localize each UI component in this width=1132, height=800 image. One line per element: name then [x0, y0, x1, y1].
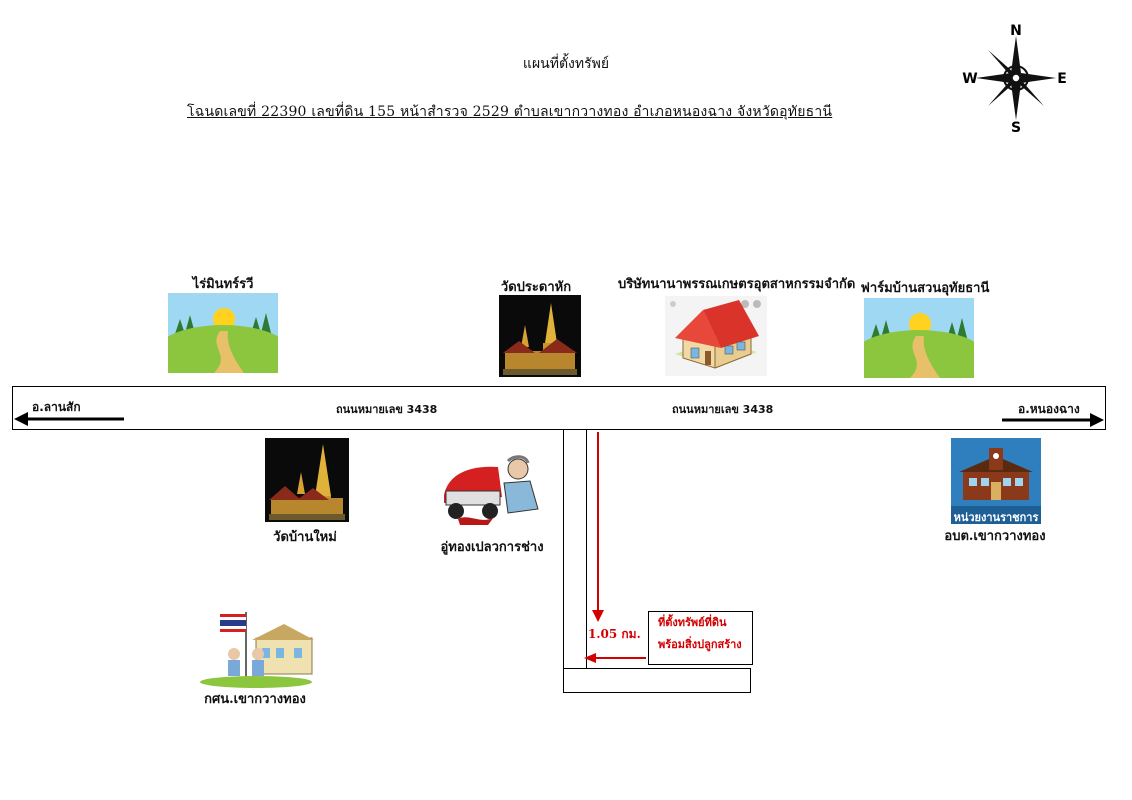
temple-icon: [265, 438, 349, 522]
label-rai-min: ไร่มินทร์รวี: [192, 277, 254, 292]
road-name-right: ถนนหมายเลข 3438: [672, 403, 774, 416]
direction-left-label: อ.ลานสัก: [32, 400, 81, 414]
gov-sign-label: หน่วยงานราชการ: [953, 511, 1039, 524]
label-kshn: กศน.เขากวางทอง: [204, 692, 306, 707]
arrow-left-icon: [14, 412, 124, 426]
temple-icon: [499, 295, 581, 377]
property-pointer-arrow: [584, 651, 646, 665]
label-company: บริษัทนานาพรรณเกษตรอุตสาหกรรมจำกัด: [618, 277, 856, 292]
route-arrow-down: [590, 432, 606, 622]
label-farm: ฟาร์มบ้านสวนอุทัยธานี: [860, 281, 990, 296]
direction-right-label: อ.หนองฉาง: [1018, 402, 1080, 416]
government-office-icon: [951, 438, 1041, 524]
road-name-left: ถนนหมายเลข 3438: [336, 403, 438, 416]
label-obt: อบต.เขากวางทอง: [944, 529, 1046, 544]
deed-info-line: โฉนดเลขที่ 22390 เลขที่ดิน 155 หน้าสำรวจ…: [187, 104, 833, 120]
garage-mechanic-icon: [438, 453, 546, 529]
compass-s: S: [1011, 120, 1021, 134]
distance-label: 1.05 กม.: [588, 627, 641, 641]
label-wat-pradak: วัดประดาหัก: [500, 280, 572, 295]
compass-rose-icon: N S W E: [960, 22, 1072, 134]
compass-n: N: [1010, 23, 1022, 39]
property-callout: ที่ตั้งทรัพย์ที่ดิน พร้อมสิ่งปลูกสร้าง: [648, 611, 753, 665]
map-title: แผนที่ตั้งทรัพย์: [522, 56, 610, 72]
compass-e: E: [1057, 71, 1067, 87]
school-flag-icon: [196, 608, 314, 688]
side-road: [563, 430, 587, 669]
meadow-icon: [168, 293, 278, 373]
arrow-right-icon: [1002, 413, 1104, 427]
label-wat-ban-mai: วัดบ้านใหม่: [273, 530, 337, 545]
label-garage: อู่ทองเปลวการช่าง: [440, 540, 544, 555]
callout-line-1: ที่ตั้งทรัพย์ที่ดิน: [658, 616, 727, 629]
access-road: [563, 668, 751, 693]
house-icon: [665, 296, 767, 376]
meadow-icon: [864, 298, 974, 378]
callout-line-2: พร้อมสิ่งปลูกสร้าง: [658, 638, 742, 651]
main-road: [12, 386, 1106, 430]
compass-w: W: [962, 71, 977, 87]
